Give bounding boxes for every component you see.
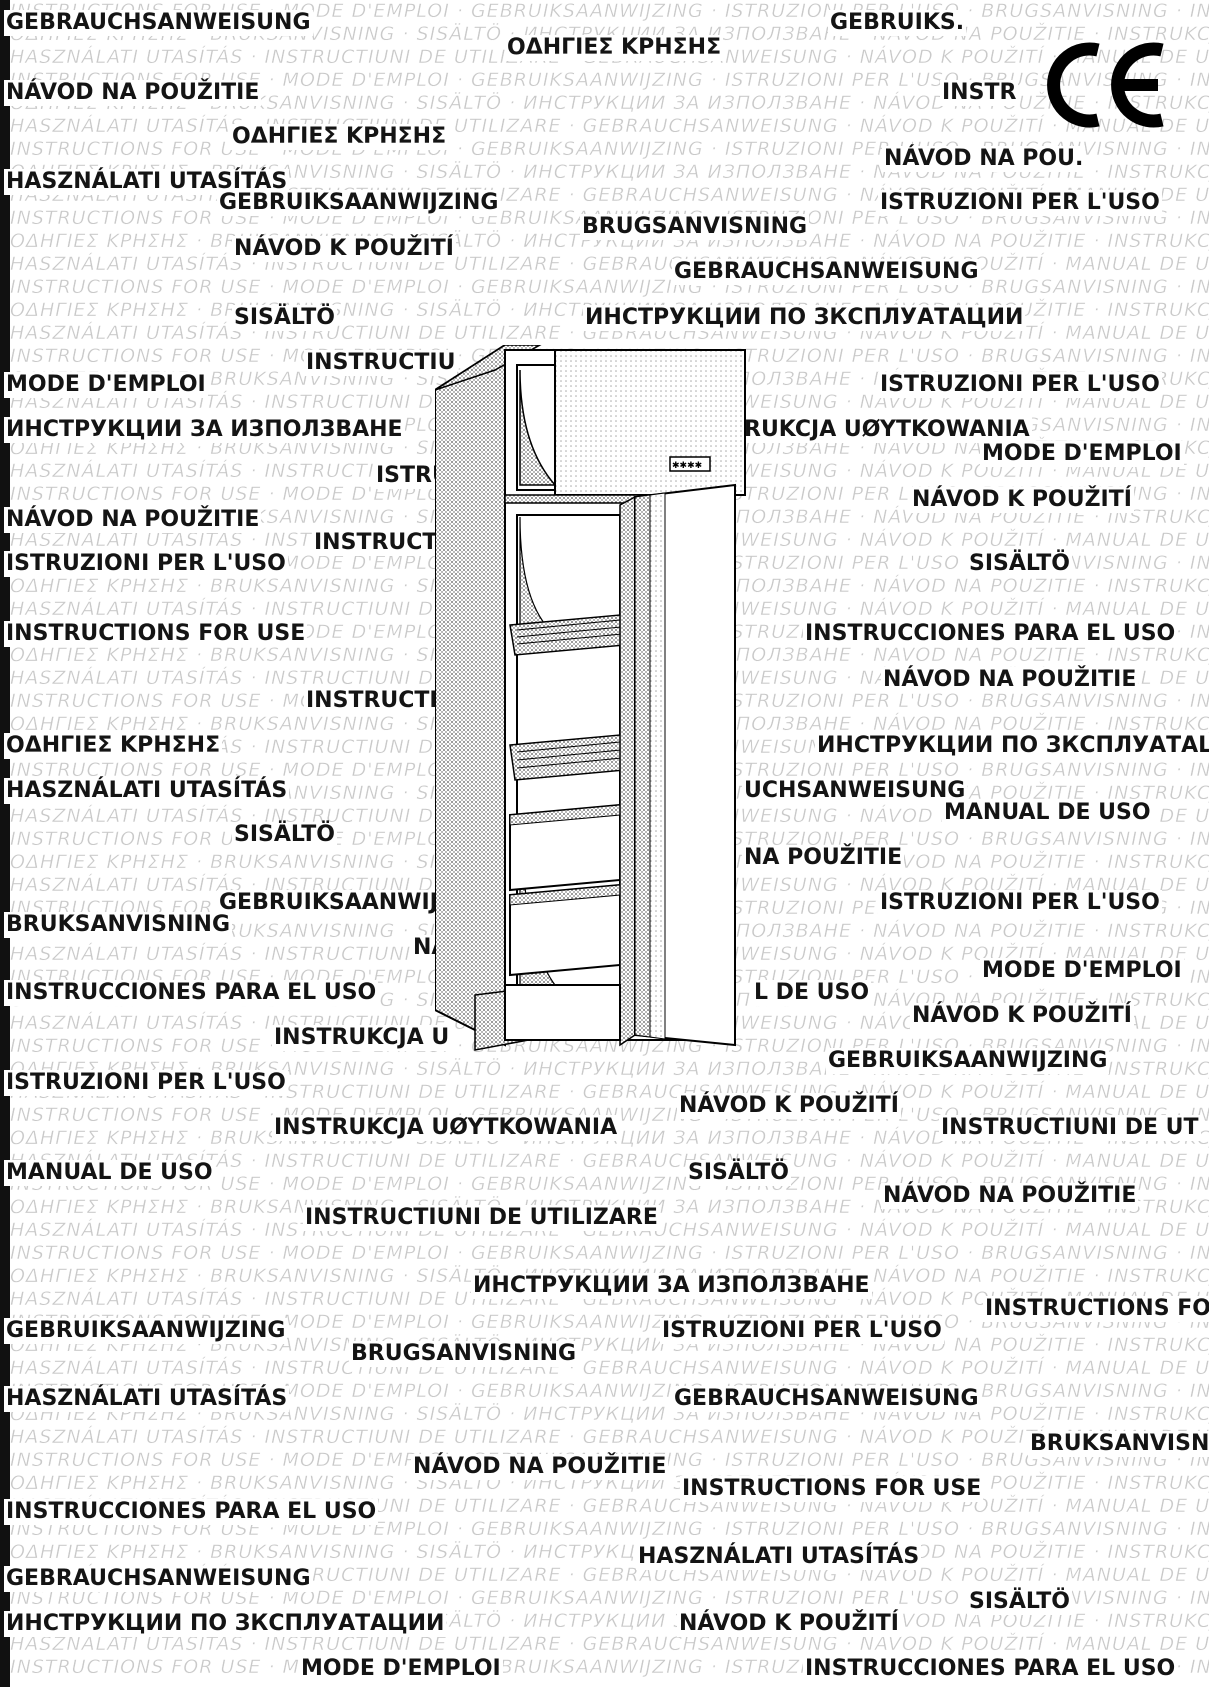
language-label: BRUGSANVISNING bbox=[349, 1341, 579, 1367]
language-label: L DE USO bbox=[752, 980, 872, 1006]
ce-mark-icon: CE bbox=[1047, 42, 1164, 128]
language-label: NÁVOD K POUŽITÍ bbox=[677, 1093, 901, 1119]
language-label: INSTR bbox=[940, 80, 1019, 106]
language-label: SISÄLTÖ bbox=[232, 822, 337, 848]
refrigerator-illustration-icon: ✱✱✱✱ bbox=[435, 345, 746, 1051]
language-label: RUKCJA UØYTKOWANIA bbox=[742, 417, 1032, 443]
language-label: ISTRUZIONI PER L'USO bbox=[878, 190, 1162, 216]
background-text-line: HASZNÁLATI UTASÍTÁS · INSTRUCTIUNI DE UT… bbox=[10, 253, 1209, 275]
language-label: MODE D'EMPLOI bbox=[4, 372, 208, 398]
freezer-star-badge: ✱✱✱✱ bbox=[672, 461, 702, 471]
language-label: INSTRUCTIUNI DE UT bbox=[939, 1115, 1201, 1141]
language-label: NÁVOD NA POUŽITIE bbox=[881, 1183, 1139, 1209]
background-text-line: HASZNÁLATI UTASÍTÁS · INSTRUCTIUNI DE UT… bbox=[10, 1288, 1209, 1310]
language-label: INSTRUCTIU bbox=[304, 350, 458, 376]
language-label: ISTRUZIONI PER L'USO bbox=[878, 372, 1162, 398]
background-text-line: INSTRUCTIONS FOR USE · MODE D'EMPLOI · G… bbox=[10, 1587, 1209, 1609]
language-label: BRUKSANVISNING bbox=[4, 912, 233, 938]
language-label: SISÄLTÖ bbox=[967, 1589, 1072, 1615]
language-label: MODE D'EMPLOI bbox=[980, 958, 1184, 984]
language-label: ISTRUZIONI PER L'USO bbox=[878, 890, 1162, 916]
background-text-line: HASZNÁLATI UTASÍTÁS · INSTRUCTIUNI DE UT… bbox=[10, 1633, 1209, 1655]
language-label: GEBRUIKS. bbox=[828, 10, 967, 36]
language-label: MANUAL DE USO bbox=[4, 1160, 215, 1186]
language-label: ΟΔΗΓΙΕΣ ΚΡΗΣΗΣ bbox=[4, 733, 223, 759]
left-edge-bar bbox=[0, 0, 10, 1687]
language-label: GEBRUIKSAANWIJZING bbox=[217, 190, 501, 216]
language-label: ΟΔΗΓΙΕΣ ΚΡΗΣΗΣ bbox=[230, 124, 449, 150]
language-label: INSTRUCTI bbox=[312, 530, 448, 556]
background-text-line: ΟΔΗΓΙΕΣ ΚΡΗΣΗΣ · BRUKSANVISNING · SISÄLT… bbox=[10, 1541, 1209, 1563]
language-label: INSTRUCTIU bbox=[304, 688, 458, 714]
language-label: BRUGSANVISNING bbox=[580, 214, 810, 240]
background-text-line: HASZNÁLATI UTASÍTÁS · INSTRUCTIUNI DE UT… bbox=[10, 1150, 1209, 1172]
background-text-line: ΟΔΗΓΙΕΣ ΚΡΗΣΗΣ · BRUKSANVISNING · SISÄLT… bbox=[10, 92, 1209, 114]
language-label: NÁVOD K POUŽITÍ bbox=[910, 1003, 1134, 1029]
language-label: ИНСТРУКЦИИ ЗА ИЗПОЛЗВАНЕ bbox=[4, 417, 405, 443]
language-label: INSTRUKCJA U bbox=[272, 1025, 452, 1051]
language-label: ΟΔΗΓΙΕΣ ΚΡΗΣΗΣ bbox=[505, 35, 724, 61]
language-label: SISÄLTÖ bbox=[967, 551, 1072, 577]
language-label: ISTRUZIONI PER L'USO bbox=[660, 1318, 944, 1344]
language-label: MODE D'EMPLOI bbox=[299, 1656, 503, 1682]
language-label: MODE D'EMPLOI bbox=[980, 441, 1184, 467]
language-label: INSTRUCTIONS FOR USE bbox=[4, 621, 308, 647]
language-label: NÁVOD K POUŽITÍ bbox=[232, 236, 456, 262]
language-label: NÁVOD NA POUŽITIE bbox=[4, 80, 262, 106]
language-label: GEBRAUCHSANWEISUNG bbox=[672, 1386, 981, 1412]
language-label: NÁVOD K POUŽITÍ bbox=[677, 1611, 901, 1637]
language-label: INSTRUCTIONS FOR USE bbox=[680, 1476, 984, 1502]
language-label: UCHSANWEISUNG bbox=[742, 778, 968, 804]
language-label: INSTRUCTIONS FOI bbox=[983, 1296, 1209, 1322]
language-label: ISTRUZIONI PER L'USO bbox=[4, 551, 288, 577]
language-label: SISÄLTÖ bbox=[686, 1160, 791, 1186]
language-label: BRUKSANVISNI bbox=[1028, 1431, 1209, 1457]
language-label: SISÄLTÖ bbox=[232, 305, 337, 331]
language-label: HASZNÁLATI UTASÍTÁS bbox=[4, 1386, 290, 1412]
language-label: HASZNÁLATI UTASÍTÁS bbox=[4, 169, 290, 195]
language-label: GEBRAUCHSANWEISUNG bbox=[4, 1566, 313, 1592]
background-text-line: INSTRUCTIONS FOR USE · MODE D'EMPLOI · G… bbox=[10, 1242, 1209, 1264]
language-label: GEBRUIKSAANWIJZ bbox=[217, 890, 456, 916]
language-label: MANUAL DE USO bbox=[942, 800, 1153, 826]
language-label: HASZNÁLATI UTASÍTÁS bbox=[4, 778, 290, 804]
language-label: INSTRUCCIONES PARA EL USO bbox=[4, 980, 379, 1006]
language-label: NÁVOD K POUŽITÍ bbox=[910, 487, 1134, 513]
background-text-line: HASZNÁLATI UTASÍTÁS · INSTRUCTIUNI DE UT… bbox=[10, 1081, 1209, 1103]
language-label: GEBRAUCHSANWEISUNG bbox=[4, 10, 313, 36]
background-text-line: HASZNÁLATI UTASÍTÁS · INSTRUCTIUNI DE UT… bbox=[10, 115, 1209, 137]
language-label: ИНСТРУКЦИИ ПО ЗКСПЛУАТАЦИИ bbox=[583, 305, 1026, 331]
language-label: INSTRUCTIUNI DE UTILIZARE bbox=[303, 1205, 660, 1231]
language-label: ИНСТРУКЦИИ ПО ЗКСПЛУАТАЦИИ bbox=[4, 1611, 447, 1637]
language-label: ИНСТРУКЦИИ ЗА ИЗПОЛЗВАНЕ bbox=[471, 1273, 872, 1299]
language-label: HASZNÁLATI UTASÍTÁS bbox=[636, 1544, 922, 1570]
language-label: INSTRUCCIONES PARA EL USO bbox=[803, 621, 1178, 647]
background-text-line: HASZNÁLATI UTASÍTÁS · INSTRUCTIUNI DE UT… bbox=[10, 1426, 1209, 1448]
language-label: ISTRUZIONI PER L'USO bbox=[4, 1070, 288, 1096]
language-label: NÁVOD NA POUŽITIE bbox=[4, 507, 262, 533]
language-label: NÁVOD NA POUŽITIE bbox=[411, 1454, 669, 1480]
background-text-line: INSTRUCTIONS FOR USE · MODE D'EMPLOI · G… bbox=[10, 69, 1209, 91]
background-text-line: HASZNÁLATI UTASÍTÁS · INSTRUCTIUNI DE UT… bbox=[10, 1357, 1209, 1379]
language-label: GEBRAUCHSANWEISUNG bbox=[672, 259, 981, 285]
language-label: GEBRUIKSAANWIJZING bbox=[826, 1048, 1110, 1074]
language-label: INSTRUCCIONES PARA EL USO bbox=[803, 1656, 1178, 1682]
language-label: ИНСТРУКЦИИ ПО ЗКСПЛУАТАЦ bbox=[815, 733, 1209, 759]
language-label: NÁVOD NA POU. bbox=[882, 146, 1086, 172]
background-text-line: INSTRUCTIONS FOR USE · MODE D'EMPLOI · G… bbox=[10, 276, 1209, 298]
language-label: GEBRUIKSAANWIJZING bbox=[4, 1318, 288, 1344]
language-label: NÁVOD NA POUŽITIE bbox=[881, 667, 1139, 693]
language-label: INSTRUKCJA UØYTKOWANIA bbox=[272, 1115, 620, 1141]
language-label: NA POUŽITIE bbox=[742, 845, 905, 871]
language-label: INSTRUCCIONES PARA EL USO bbox=[4, 1499, 379, 1525]
